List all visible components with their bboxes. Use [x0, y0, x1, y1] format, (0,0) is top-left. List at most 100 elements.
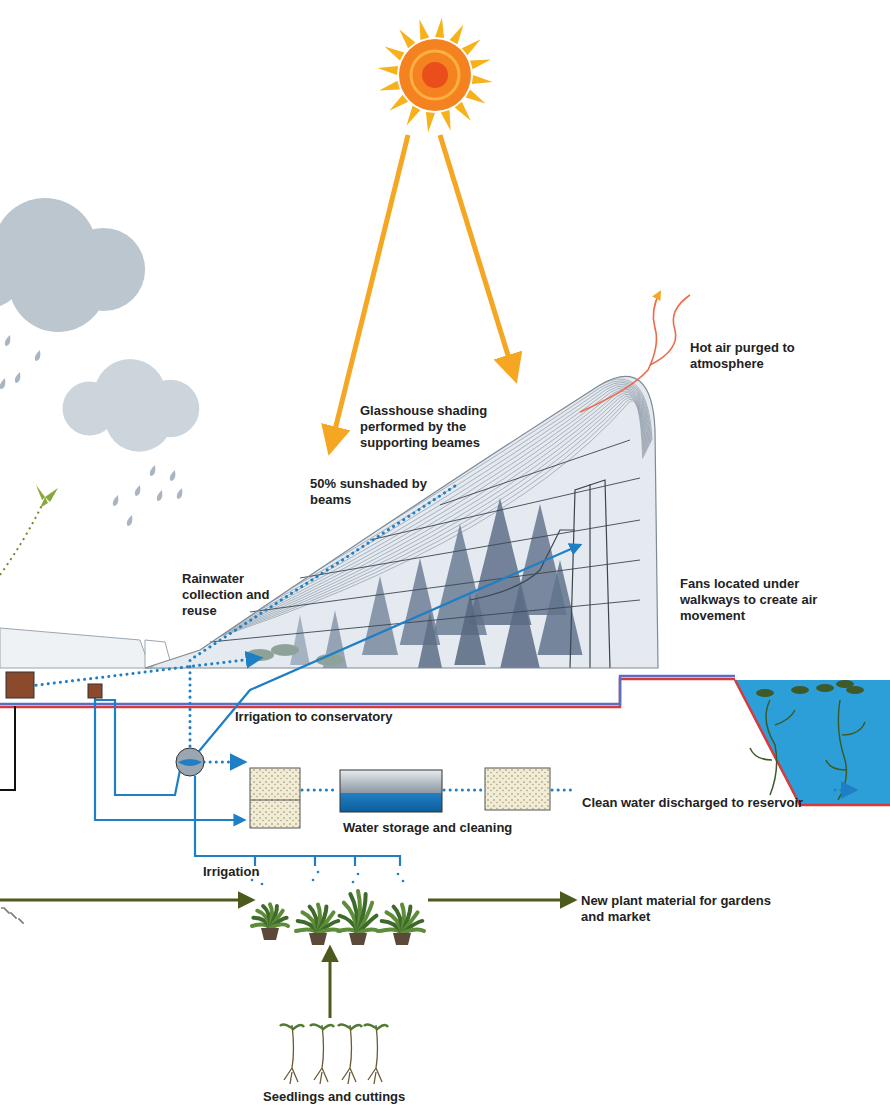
callout-label: Rainwater collection and reuse: [182, 571, 277, 619]
pump-sphere: [178, 759, 202, 766]
butterfly: [36, 485, 58, 508]
water-pipe: [314, 856, 316, 866]
water-pipe: [354, 856, 356, 866]
raindrop: [134, 484, 143, 497]
sun: [441, 110, 451, 131]
glasshouse: [150, 389, 648, 664]
seed-dots: [4, 908, 6, 910]
raindrop: [34, 349, 43, 362]
pump-sphere: [176, 748, 204, 776]
callout-label: Clean water discharged to reservoir: [582, 795, 842, 811]
flight-path: [0, 505, 42, 575]
potted-plant: [380, 905, 424, 945]
sun: [384, 47, 404, 61]
sun: [472, 75, 493, 84]
water-flow: [30, 486, 855, 790]
cloud: [0, 198, 199, 452]
hot-air: [580, 292, 690, 412]
collection-tank: [6, 672, 34, 698]
seed-dots: [1, 907, 3, 909]
seed-dots: [15, 917, 17, 919]
glasshouse: [150, 396, 645, 661]
irrigation-drip: [397, 873, 400, 876]
water-plant: [826, 700, 865, 800]
walkway: [570, 480, 610, 668]
water-filter: [250, 768, 300, 828]
water-flow: [30, 658, 260, 686]
potted-plant: [349, 933, 367, 945]
water-plant: [750, 700, 795, 795]
glasshouse: [150, 401, 643, 659]
glasshouse: [150, 397, 644, 660]
plant-flow: [329, 948, 332, 1018]
water-pipe: [95, 545, 580, 866]
sun: [422, 62, 448, 88]
raindrop: [126, 514, 135, 527]
raindrop: [4, 334, 13, 347]
seed-dots: [5, 909, 7, 911]
tree: [290, 615, 310, 665]
potted-plant: [402, 929, 424, 933]
storage-tank: [340, 770, 442, 812]
lily-pad: [816, 684, 834, 692]
glasshouse: [150, 379, 652, 675]
potted-plant: [252, 891, 424, 945]
collection-tank: [88, 684, 102, 698]
tree: [271, 644, 299, 656]
seedling: [280, 1024, 388, 1084]
water-pipe: [95, 688, 180, 795]
walkway: [589, 484, 590, 668]
glasshouse: [145, 376, 658, 675]
walkway: [470, 530, 575, 600]
sun: [379, 81, 400, 91]
sun-ray: [440, 135, 515, 378]
callout-label: Irrigation to conservatory: [235, 709, 435, 725]
seedling: [368, 1025, 382, 1084]
storage-tank: [340, 770, 442, 812]
water-flow: [204, 761, 244, 764]
tree: [362, 576, 398, 655]
seed-dots: [20, 920, 22, 922]
callout-label: New plant material for gardens and marke…: [581, 893, 771, 925]
reservoir: [735, 680, 890, 805]
water-pipe: [0, 706, 15, 790]
tree: [500, 583, 541, 670]
irrigation-drip: [402, 880, 405, 883]
seed-dots: [7, 911, 9, 913]
irrigation-drip: [251, 879, 254, 882]
pump-sphere: [176, 748, 204, 776]
water-flow: [835, 789, 855, 792]
seed-dots: [1, 907, 24, 924]
tree: [246, 498, 583, 675]
water-filter: [485, 768, 550, 810]
callout-label: 50% sunshaded by beams: [310, 476, 430, 508]
seedling: [338, 1024, 362, 1030]
seed-dots: [22, 922, 24, 924]
walkway: [210, 440, 640, 668]
seed-dots: [19, 919, 21, 921]
potted-plant: [309, 933, 327, 945]
raindrop: [176, 487, 185, 500]
irrigation-drip: [317, 871, 320, 874]
seedling: [314, 1025, 328, 1084]
sun-ray: [330, 135, 515, 450]
cloud: [0, 198, 145, 332]
irrigation-drip: [261, 883, 264, 886]
raindrop: [14, 371, 23, 384]
sun: [462, 39, 481, 55]
raindrop: [0, 334, 184, 527]
potted-plant: [270, 924, 288, 928]
potted-plant: [358, 929, 378, 933]
seed-dots: [3, 907, 5, 909]
sun: [455, 102, 471, 121]
lily-pad: [756, 689, 774, 697]
callout-label: Glasshouse shading performed by the supp…: [360, 403, 505, 451]
lily-pad: [756, 680, 864, 697]
sun: [377, 17, 492, 132]
cloud: [63, 359, 200, 452]
raindrop: [156, 489, 165, 502]
sun: [377, 66, 398, 75]
callout-label: Irrigation: [203, 864, 293, 880]
